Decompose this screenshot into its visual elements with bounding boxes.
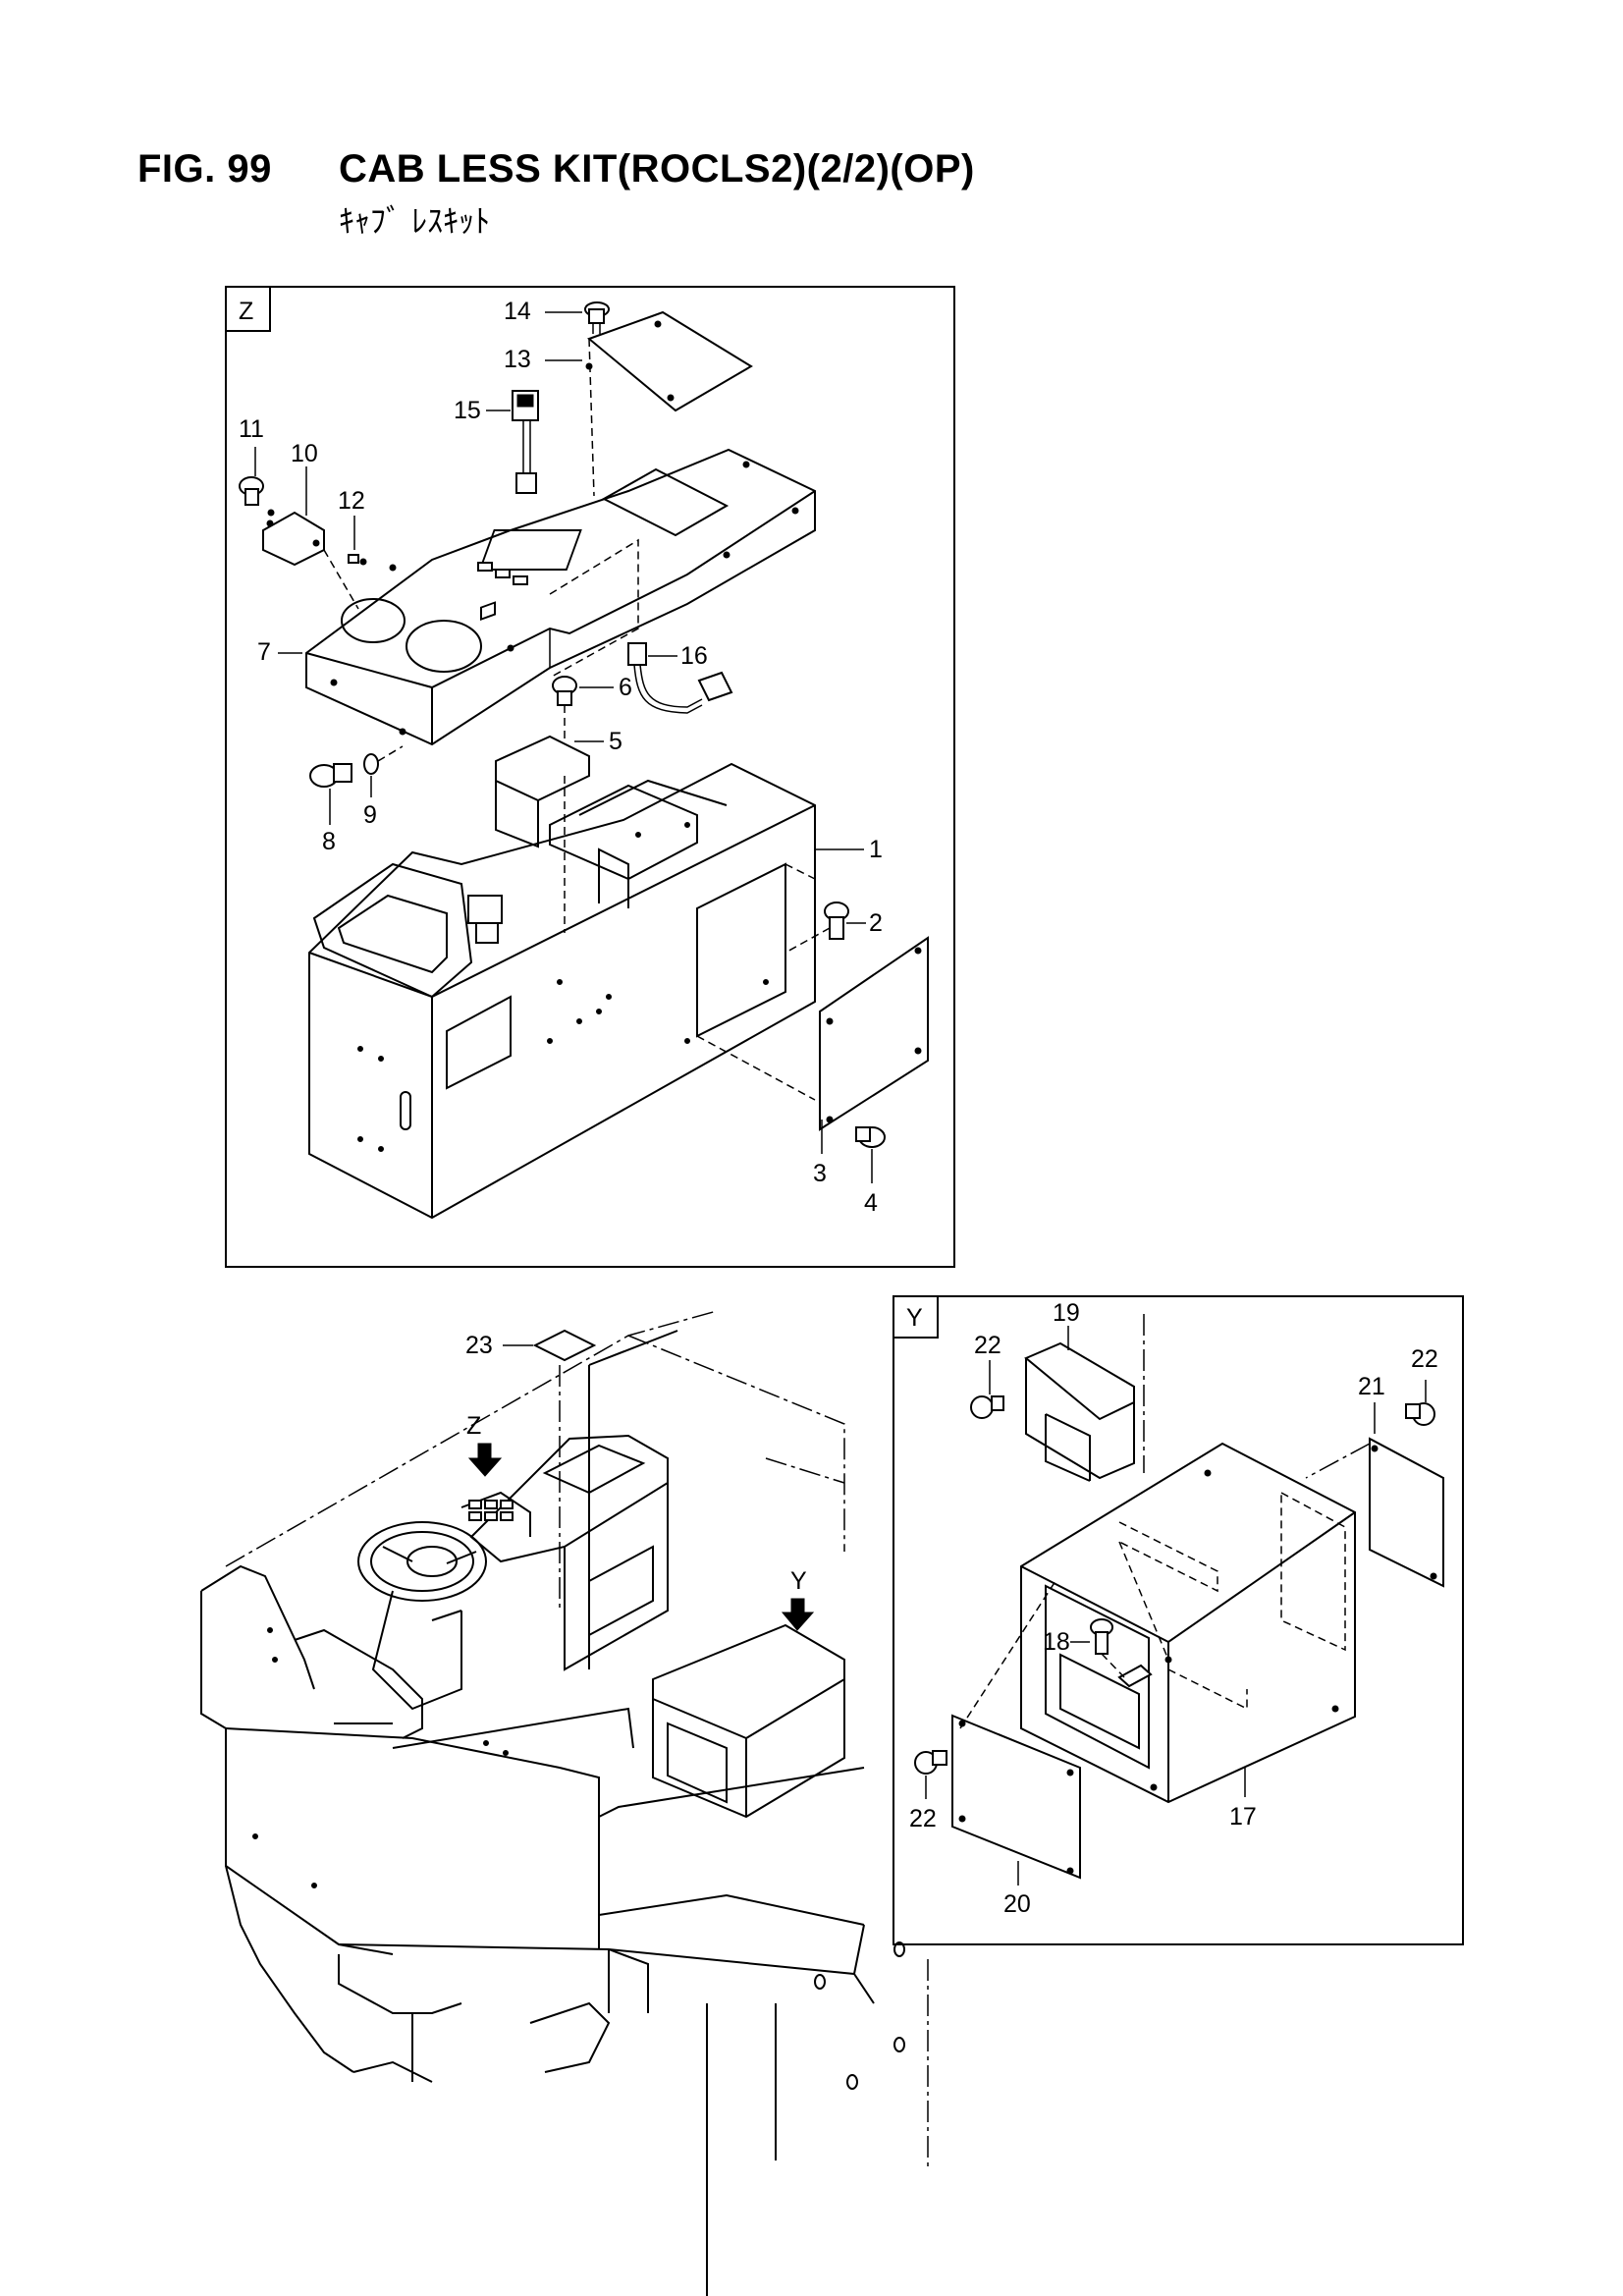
callout-7: 7 [257, 638, 271, 666]
screw-12-icon [348, 554, 367, 566]
figure-number: FIG. 99 [137, 147, 272, 191]
bolt-14-icon [584, 301, 610, 334]
callout-22-right: 22 [1411, 1345, 1438, 1373]
arrow-y-icon [781, 1598, 815, 1631]
gauge-plate [262, 511, 325, 567]
console-body [308, 762, 816, 1220]
arrow-z-icon [467, 1443, 503, 1477]
callout-2: 2 [869, 909, 883, 937]
callout-1: 1 [869, 836, 883, 863]
callout-19: 19 [1053, 1299, 1080, 1327]
callout-13: 13 [504, 346, 531, 373]
callout-15: 15 [454, 397, 481, 424]
view-y-tag [893, 1295, 939, 1339]
callout-23: 23 [465, 1332, 493, 1359]
arrow-z-label: Z [466, 1412, 481, 1440]
figure-subtitle: ｷｬﾌﾞ ﾚｽｷｯﾄ [339, 202, 491, 240]
callout-22-bottom: 22 [909, 1805, 937, 1832]
view-z-label: Z [239, 298, 253, 325]
callout-8: 8 [322, 828, 336, 855]
callout-5: 5 [609, 728, 622, 755]
view-y-detail: Y 19 22 [893, 1295, 1464, 1945]
view-y-label: Y [906, 1304, 923, 1332]
upper-console-cover [305, 448, 816, 746]
bracket-5 [495, 735, 590, 848]
harness-16-icon [627, 642, 733, 714]
bolt-18-icon [1090, 1618, 1153, 1688]
cover-plate-21 [1369, 1437, 1444, 1588]
view-z-frame [225, 286, 955, 1268]
bolt-2-icon [824, 902, 849, 940]
decal-23 [532, 1329, 597, 1362]
bolt-22-right-icon [1405, 1402, 1435, 1426]
machine-overview: 23 Z Y [200, 1310, 929, 2296]
view-y-frame [893, 1295, 1464, 1945]
callout-12: 12 [338, 487, 365, 515]
callout-6: 6 [619, 674, 632, 701]
view-z-tag [225, 286, 271, 332]
screw-11-icon [239, 476, 275, 517]
callout-10: 10 [291, 440, 318, 467]
bracket-19 [1024, 1341, 1135, 1482]
arrow-y-label: Y [790, 1567, 807, 1595]
callout-11: 11 [239, 415, 264, 443]
callout-18: 18 [1043, 1628, 1070, 1656]
callout-16: 16 [680, 642, 708, 670]
callout-22-left: 22 [974, 1332, 1001, 1359]
bolt-6-icon [552, 676, 577, 706]
bolt-22-left-icon [970, 1395, 1004, 1419]
callout-14: 14 [504, 298, 531, 325]
rocker-switch-icon [512, 390, 539, 494]
cover-plate-20 [951, 1714, 1081, 1880]
bolt-22-bottom-icon [914, 1750, 947, 1775]
figure-title: CAB LESS KIT(ROCLS2)(2/2)(OP) [339, 147, 975, 191]
side-cover-3 [819, 936, 929, 1131]
top-cover-plate [587, 310, 753, 412]
callout-17: 17 [1229, 1803, 1257, 1831]
callout-21: 21 [1358, 1373, 1385, 1400]
callout-4: 4 [864, 1189, 878, 1217]
callout-20: 20 [1003, 1890, 1031, 1918]
callout-3: 3 [813, 1160, 827, 1187]
box-cover-17 [1020, 1442, 1356, 1804]
bolt-4-icon [855, 1126, 886, 1148]
washer-9-icon [363, 753, 379, 775]
view-z-detail: Z 14 13 15 [225, 286, 955, 1268]
callout-9: 9 [363, 801, 377, 829]
steering-wheel-icon [357, 1521, 487, 1602]
bolt-8-icon [309, 763, 352, 788]
